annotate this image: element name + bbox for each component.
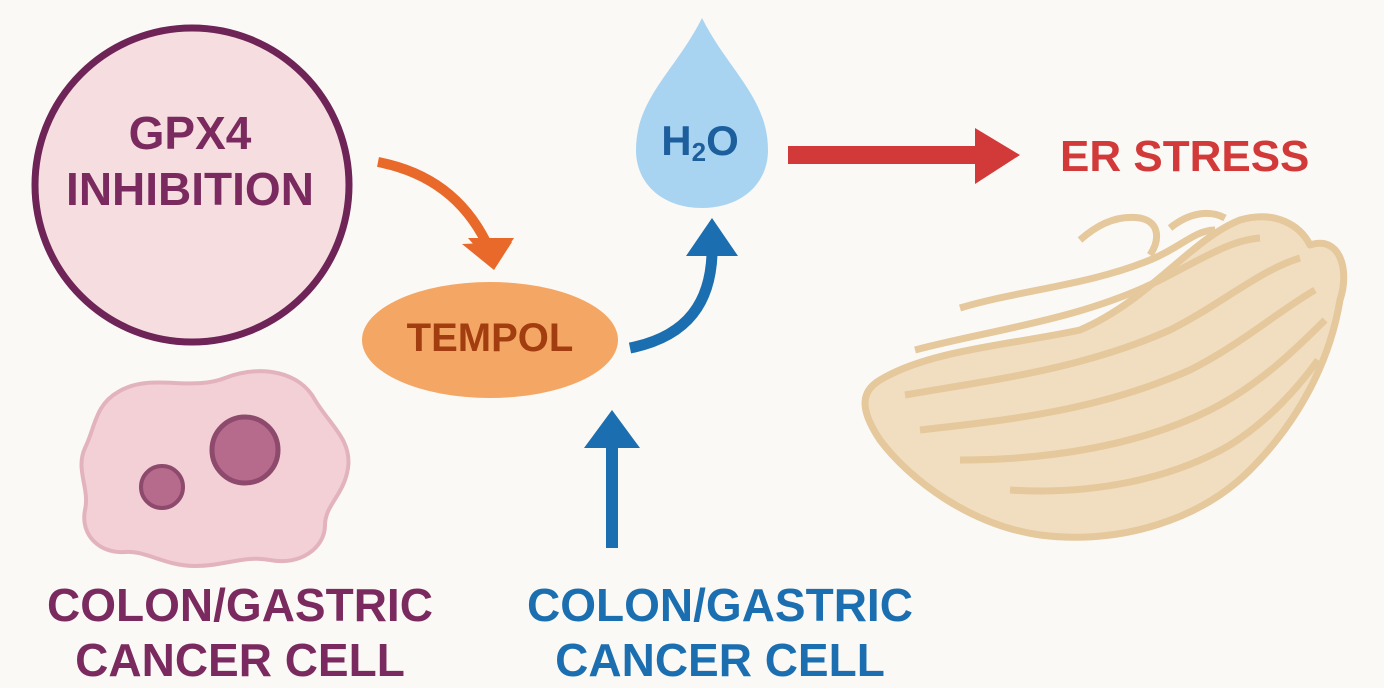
gpx4-label-line2: INHIBITION xyxy=(66,163,314,216)
endoplasmic-reticulum-icon xyxy=(861,209,1348,541)
gpx4-to-tempol-arrow xyxy=(377,157,491,245)
left-cell-label-line2: CANCER CELL xyxy=(75,634,405,687)
center-cancer-cell-label: COLON/GASTRIC CANCER CELL xyxy=(490,578,950,688)
h2o-subscript: 2 xyxy=(691,137,707,167)
cell-nucleus-small xyxy=(139,464,185,510)
gpx4-inhibition-label: GPX4 INHIBITION xyxy=(30,105,350,217)
cell-to-tempol-arrowhead xyxy=(584,410,640,448)
h2o-h: H xyxy=(661,117,692,164)
center-cell-label-line1: COLON/GASTRIC xyxy=(527,579,913,631)
tempol-label: TEMPOL xyxy=(406,316,574,360)
h2o-o: O xyxy=(706,117,739,164)
tempol-node xyxy=(362,282,618,398)
er-stress-label: ER STRESS xyxy=(1060,132,1310,181)
gpx4-label-line1: GPX4 xyxy=(128,107,252,159)
gpx4-inhibition-node xyxy=(31,24,353,346)
gpx4-to-tempol-arrowhead-tip xyxy=(468,238,514,268)
h2o-to-er-arrow-shaft xyxy=(788,146,978,164)
h2o-label: H2O xyxy=(640,117,760,167)
cell-nucleus-large xyxy=(209,414,281,486)
water-droplet-icon xyxy=(636,18,768,208)
h2o-to-er-arrowhead xyxy=(975,128,1020,184)
tempol-to-h2o-arrow xyxy=(628,254,718,354)
cancer-cell-icon xyxy=(79,369,351,569)
center-cell-label-line2: CANCER CELL xyxy=(555,634,885,687)
tempol-to-h2o-arrowhead xyxy=(686,218,738,256)
left-cancer-cell-label: COLON/GASTRIC CANCER CELL xyxy=(10,578,470,688)
left-cell-label-line1: COLON/GASTRIC xyxy=(47,579,433,631)
